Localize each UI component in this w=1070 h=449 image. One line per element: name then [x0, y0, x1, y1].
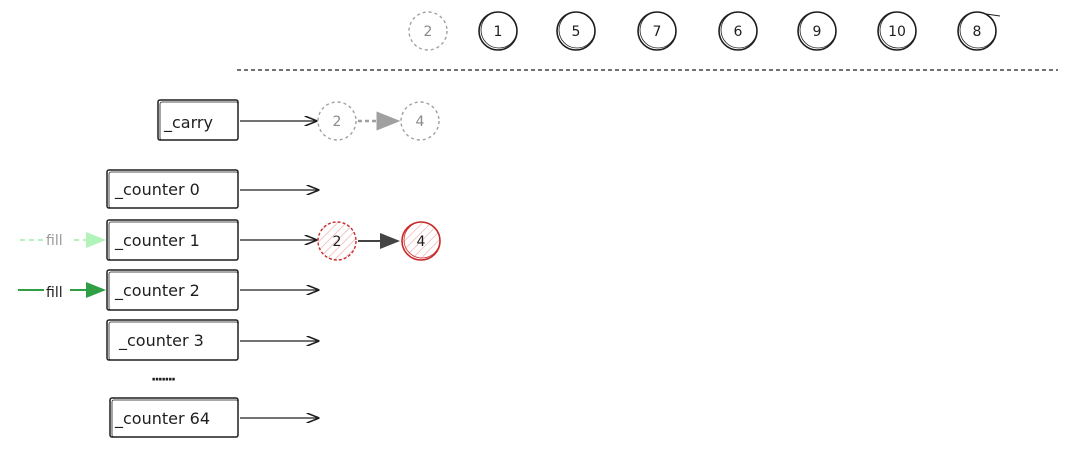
carry-row: _carry 2 4 — [157, 99, 440, 141]
fill-arrow-active: fill — [18, 282, 106, 301]
top-value: 5 — [572, 24, 581, 40]
counter-label: _counter 3 — [118, 331, 204, 351]
fill-label-faded: fill — [46, 233, 63, 249]
top-value: 7 — [653, 24, 662, 40]
carry-label: _carry — [163, 113, 213, 133]
carry-value: 2 — [333, 114, 342, 130]
counter-value-circle: 2 — [317, 221, 357, 261]
top-circle: 6 — [718, 11, 758, 51]
top-value: 6 — [734, 24, 743, 40]
top-value: 2 — [424, 24, 433, 40]
counter-label: _counter 1 — [114, 231, 200, 251]
fill-label-active: fill — [46, 285, 63, 301]
top-circle: 7 — [637, 11, 677, 51]
counter-label: _counter 2 — [114, 281, 200, 301]
counter-row: _counter 3 — [106, 319, 318, 361]
counter-row: _counter 1 2 4 — [106, 219, 441, 261]
top-circle: 10 — [877, 11, 917, 51]
counter-row: _counter 2 — [106, 269, 318, 311]
carry-value-circle: 4 — [400, 101, 440, 141]
fill-arrow-faded: fill — [20, 232, 106, 249]
counter-row: _counter 0 — [106, 169, 318, 209]
top-circle: 8 — [957, 11, 1001, 51]
counter-row-last: _counter 64 — [109, 397, 318, 438]
carry-value-circle: 2 — [317, 101, 357, 141]
top-value: 8 — [973, 24, 982, 40]
counter-label: _counter 0 — [114, 180, 200, 200]
top-circle: 5 — [556, 11, 596, 51]
counter-value-circle: 4 — [401, 221, 441, 261]
top-circle-faded: 2 — [408, 11, 448, 51]
ellipsis: ······· — [151, 372, 175, 388]
top-value: 1 — [494, 24, 503, 40]
counter-label: _counter 64 — [114, 409, 210, 429]
top-value: 10 — [888, 24, 906, 40]
top-circle: 9 — [797, 11, 837, 51]
counter-value: 2 — [333, 234, 342, 250]
top-value: 9 — [813, 24, 822, 40]
top-row: 2 1 5 7 6 9 10 — [408, 11, 1001, 51]
carry-value: 4 — [416, 114, 425, 130]
counter-value: 4 — [417, 234, 426, 250]
top-circle: 1 — [478, 11, 518, 51]
